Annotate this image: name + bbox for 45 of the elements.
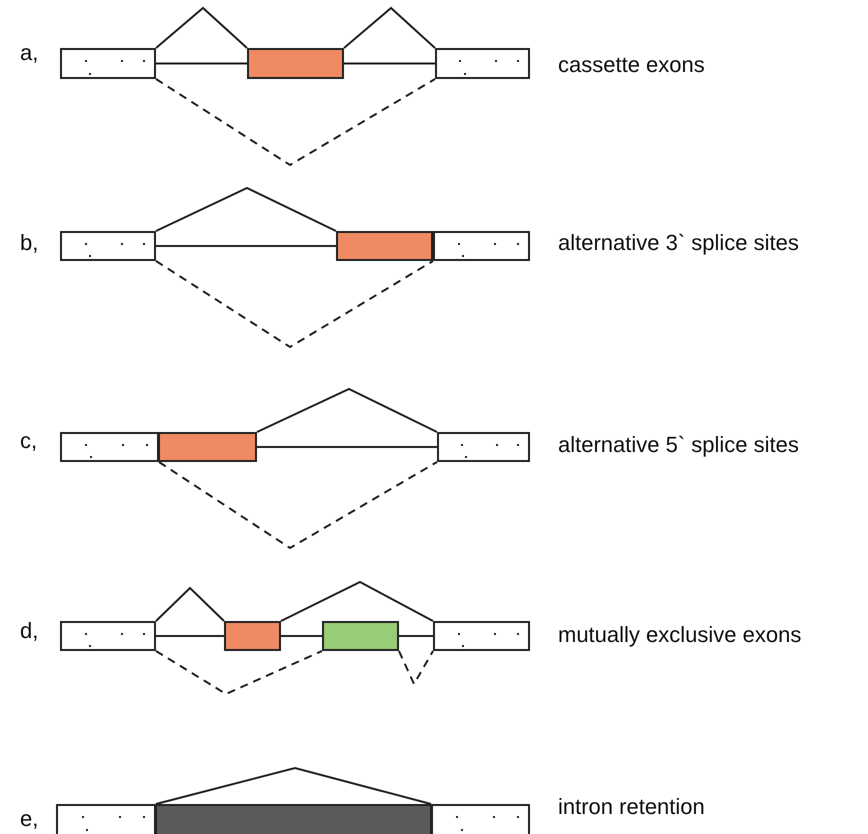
panel-letter: e,	[20, 806, 38, 832]
splice-junction-line	[156, 635, 224, 637]
panel-letter: d,	[20, 618, 38, 644]
splice-junction-line	[155, 586, 225, 622]
constitutive-exon-box	[60, 48, 156, 79]
splice-junction-line	[156, 62, 247, 64]
splicing-type-label: cassette exons	[558, 52, 705, 78]
splicing-type-label: intron retention	[558, 794, 705, 820]
alternative-exon-box	[336, 231, 433, 261]
constitutive-exon-box	[56, 804, 156, 834]
constitutive-exon-box	[431, 804, 530, 834]
constitutive-exon-box	[433, 231, 530, 261]
splice-junction-line	[156, 245, 336, 247]
skipping-junction-line	[155, 260, 434, 348]
retained-intron-bar	[155, 804, 432, 834]
constitutive-exon-box	[433, 621, 530, 651]
alternative-exon-box	[158, 432, 257, 462]
splice-junction-line	[343, 6, 436, 49]
skipping-junction-line	[158, 461, 438, 550]
splice-junction-line	[156, 766, 432, 805]
splice-junction-line	[281, 635, 322, 637]
splice-junction-line	[156, 186, 336, 232]
constitutive-exon-box	[60, 621, 156, 651]
splicing-type-label: mutually exclusive exons	[558, 622, 802, 648]
constitutive-exon-box	[60, 432, 159, 462]
panel-letter: b,	[20, 230, 38, 256]
splice-junction-line	[155, 6, 248, 49]
panel-letter: c,	[20, 428, 38, 454]
splice-junction-line	[256, 388, 438, 433]
constitutive-exon-box	[60, 231, 156, 261]
alternative-exon-box	[322, 621, 399, 651]
panel-letter: a,	[20, 40, 38, 66]
splicing-type-label: alternative 3` splice sites	[558, 230, 799, 256]
splicing-type-label: alternative 5` splice sites	[558, 432, 799, 458]
skipping-junction-line	[398, 650, 434, 686]
splice-junction-line	[280, 580, 434, 622]
splice-junction-line	[399, 635, 433, 637]
constitutive-exon-box	[437, 432, 530, 462]
splice-junction-line	[344, 62, 435, 64]
alternative-exon-box	[224, 621, 281, 651]
constitutive-exon-box	[435, 48, 530, 79]
splice-junction-line	[257, 446, 437, 448]
skipping-junction-line	[155, 650, 322, 696]
skipping-junction-line	[155, 78, 436, 166]
alternative-exon-box	[247, 48, 344, 79]
